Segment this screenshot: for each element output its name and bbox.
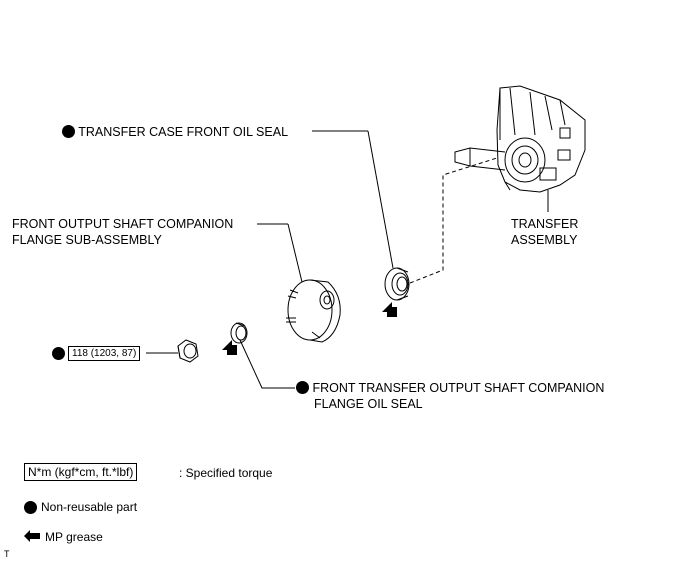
grease-arrow-flange-seal-icon xyxy=(222,340,237,355)
non-reusable-dot-icon xyxy=(296,381,309,394)
legend-torque-unit-box: N*m (kgf*cm, ft.*lbf) xyxy=(24,463,138,481)
flange-seal-label-line2: FLANGE OIL SEAL xyxy=(314,397,423,411)
mp-grease-arrow-icon xyxy=(24,530,40,542)
legend-non-reusable-text: Non-reusable part xyxy=(41,500,138,514)
transfer-label-line2: ASSEMBLY xyxy=(511,233,578,247)
non-reusable-dot-icon xyxy=(24,501,37,514)
alignment-dashed-line xyxy=(409,157,498,284)
flange-label-line2: FLANGE SUB-ASSEMBLY xyxy=(12,233,162,247)
corner-mark: T xyxy=(4,549,10,559)
legend-grease-text: MP grease xyxy=(45,530,103,544)
companion-flange-drawing xyxy=(286,279,341,343)
legend-torque-text: : Specified torque xyxy=(179,466,273,480)
front-oil-seal-drawing xyxy=(384,267,410,301)
leader-front-oil-seal xyxy=(312,130,394,269)
torque-value-box: 118 (1203, 87) xyxy=(68,346,141,361)
transfer-assembly-drawing xyxy=(454,85,586,193)
leader-flange-subassembly xyxy=(257,223,303,283)
flange-seal-label-line1: FRONT TRANSFER OUTPUT SHAFT COMPANION xyxy=(312,381,605,395)
flange-subassembly-label: FRONT OUTPUT SHAFT COMPANION FLANGE SUB-… xyxy=(12,216,233,248)
transfer-label-line1: TRANSFER xyxy=(511,217,579,231)
flange-nut-drawing xyxy=(177,339,199,363)
front-oil-seal-text: TRANSFER CASE FRONT OIL SEAL xyxy=(78,125,289,139)
front-oil-seal-label: TRANSFER CASE FRONT OIL SEAL xyxy=(62,124,288,140)
transfer-assembly-label: TRANSFER ASSEMBLY xyxy=(511,216,578,248)
leader-flange-oil-seal xyxy=(239,339,295,389)
grease-arrow-oil-seal-icon xyxy=(382,302,397,317)
flange-oil-seal-drawing xyxy=(230,322,248,344)
non-reusable-dot-icon xyxy=(52,347,65,360)
non-reusable-dot-icon xyxy=(62,125,75,138)
flange-oil-seal-label: FRONT TRANSFER OUTPUT SHAFT COMPANION FL… xyxy=(296,380,604,412)
flange-label-line1: FRONT OUTPUT SHAFT COMPANION xyxy=(12,217,234,231)
